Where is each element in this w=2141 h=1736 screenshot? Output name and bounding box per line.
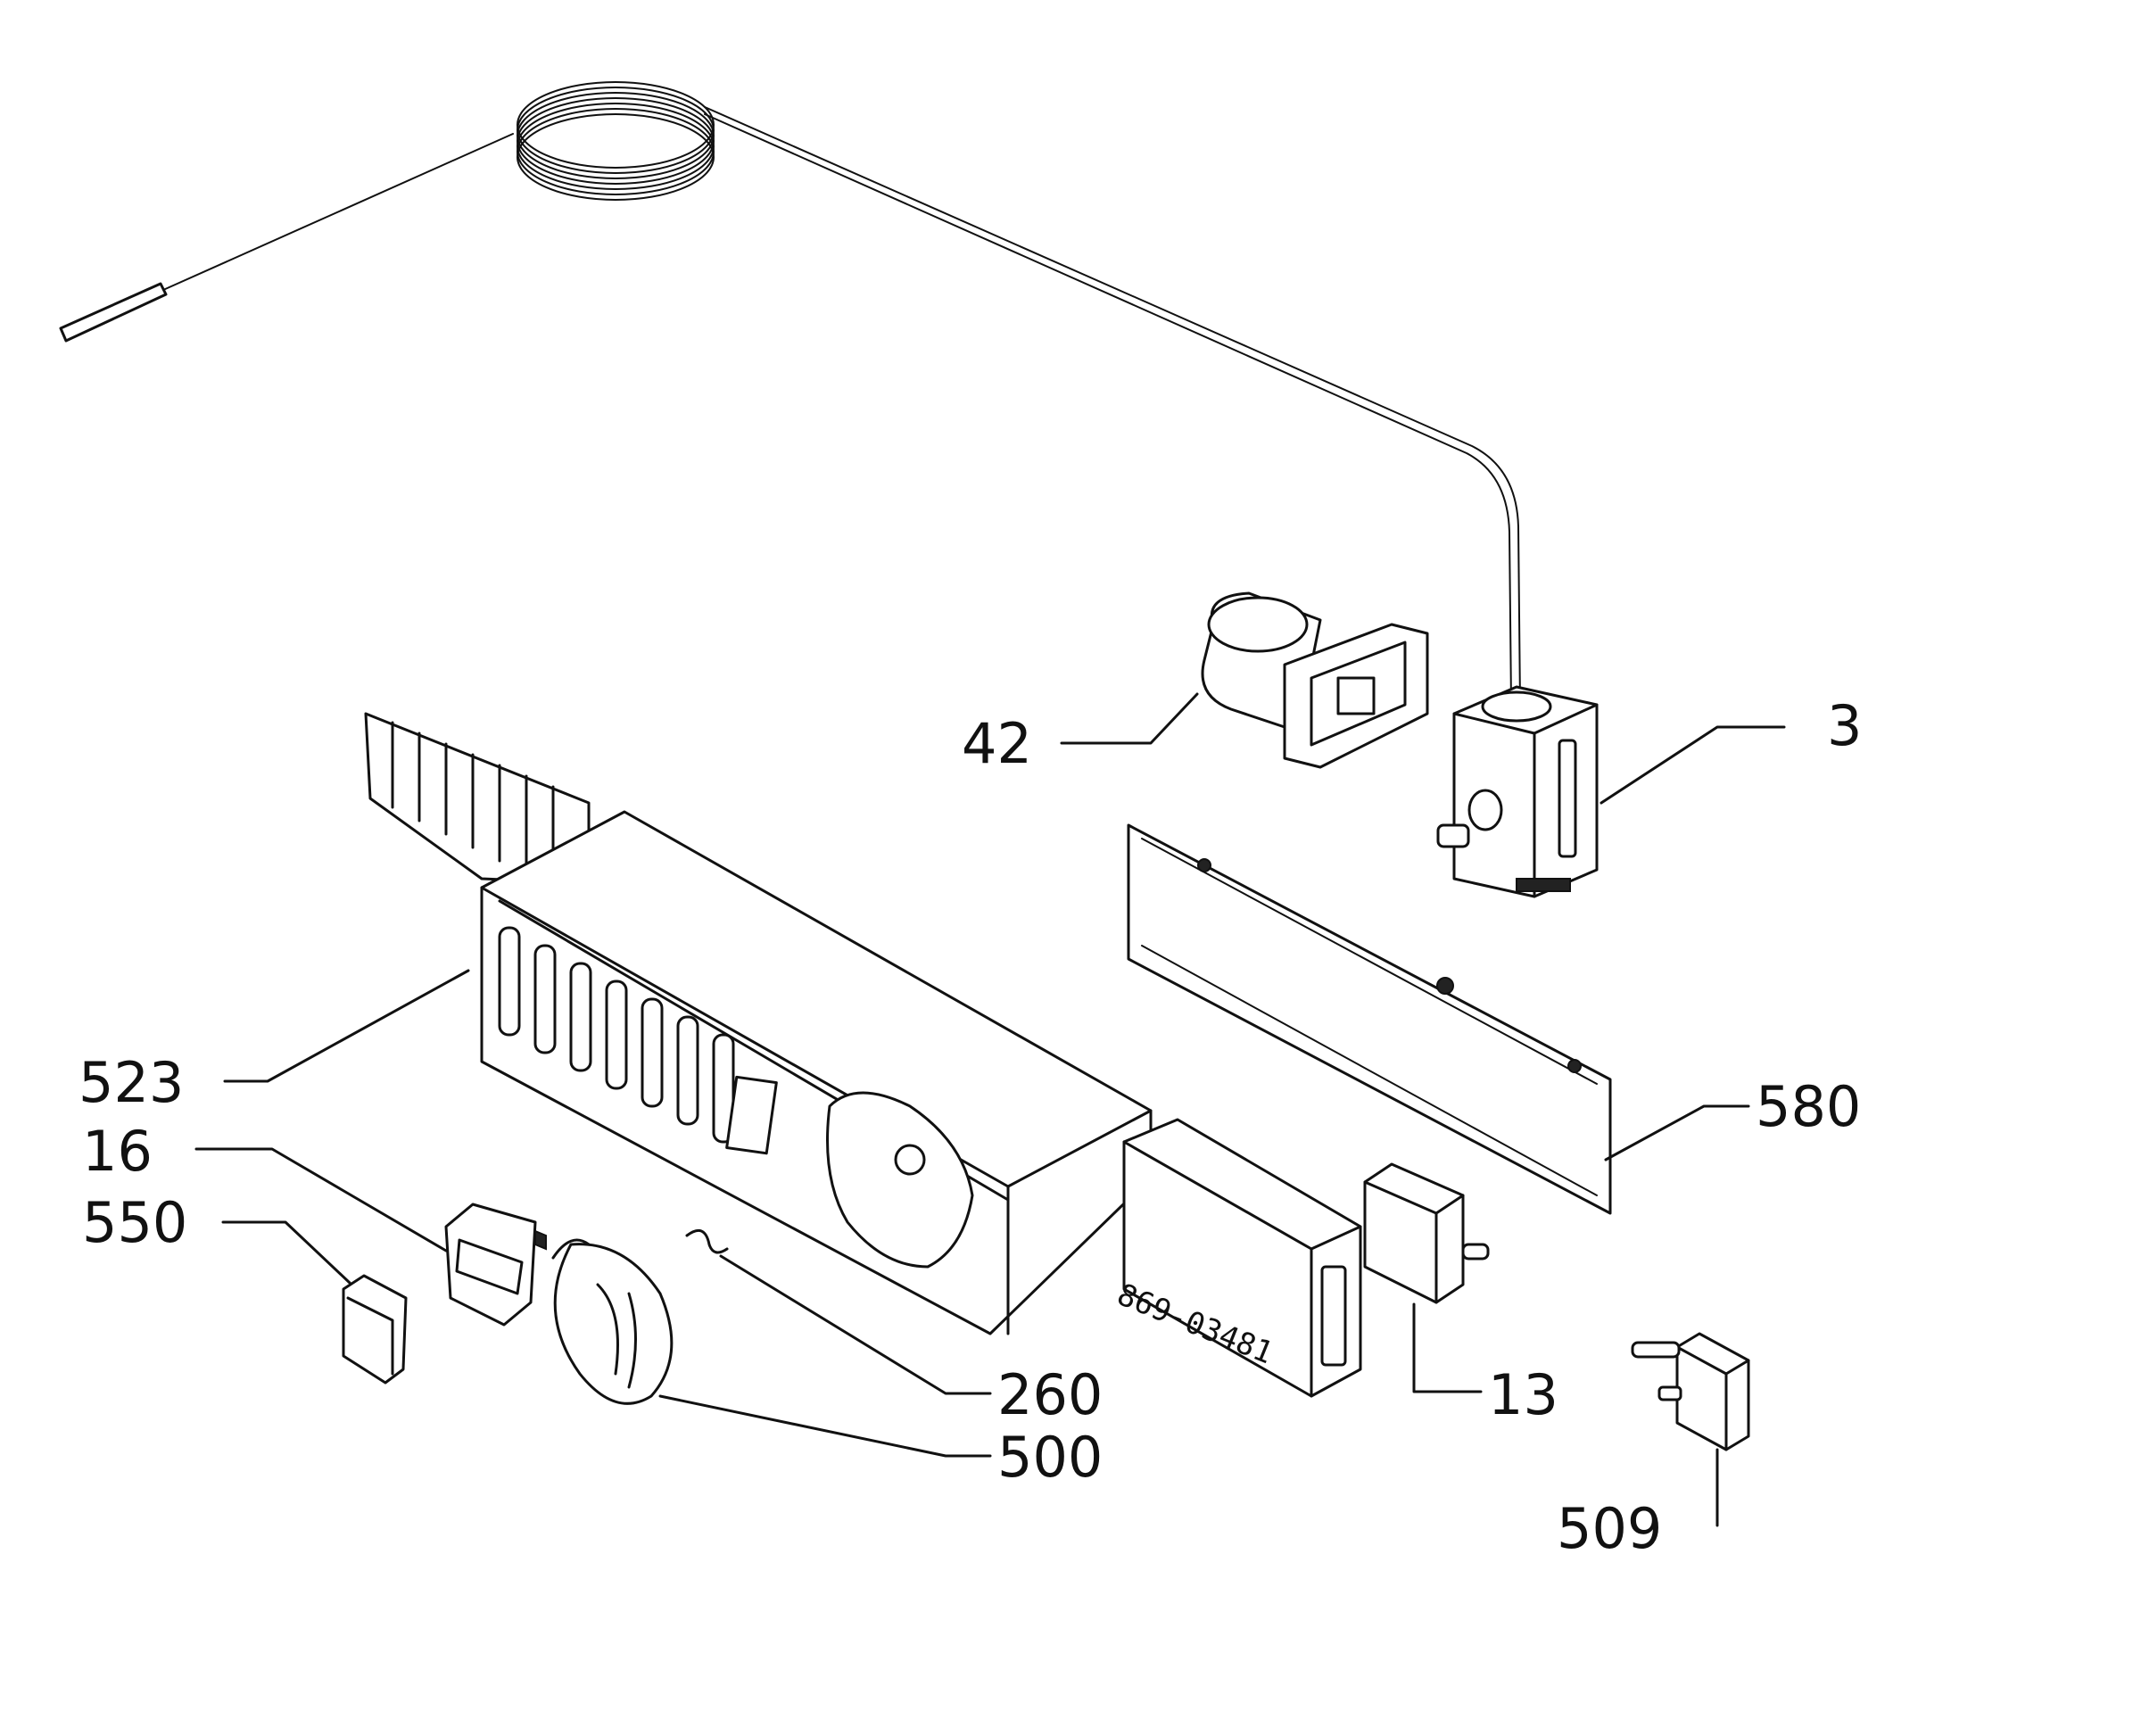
capillary-coil <box>517 81 715 201</box>
capillary-tube <box>59 81 1521 706</box>
label-580: 580 <box>1756 1074 1861 1139</box>
thermostat-part <box>1436 685 1599 898</box>
label-42: 42 <box>962 711 1032 776</box>
lamp-holder-part <box>1201 591 1429 769</box>
switch-cap-part <box>342 1274 408 1385</box>
label-16: 16 <box>82 1119 153 1184</box>
leader-lines <box>194 692 1786 1527</box>
label-3: 3 <box>1827 693 1862 758</box>
label-550: 550 <box>82 1190 187 1255</box>
label-500: 500 <box>997 1425 1103 1490</box>
rocker-switch-part <box>444 1203 547 1327</box>
switch-window <box>725 1075 778 1155</box>
housing-vent-slots <box>498 926 735 1144</box>
electronic-module: 869-03481 <box>1112 1118 1362 1398</box>
label-260: 260 <box>997 1362 1103 1427</box>
bracket-part <box>1631 1332 1750 1451</box>
label-509: 509 <box>1557 1496 1662 1561</box>
door-switch-part <box>1363 1162 1490 1304</box>
sensor-probe <box>59 282 168 343</box>
cover-panel-part <box>1127 823 1612 1215</box>
control-knob-part <box>551 1238 674 1405</box>
label-13: 13 <box>1488 1362 1558 1427</box>
clip-part <box>685 1228 729 1254</box>
label-523: 523 <box>79 1050 184 1115</box>
housing-part <box>364 712 1153 1335</box>
part-labels: 3 42 523 16 550 580 260 500 13 509 <box>79 693 1862 1561</box>
